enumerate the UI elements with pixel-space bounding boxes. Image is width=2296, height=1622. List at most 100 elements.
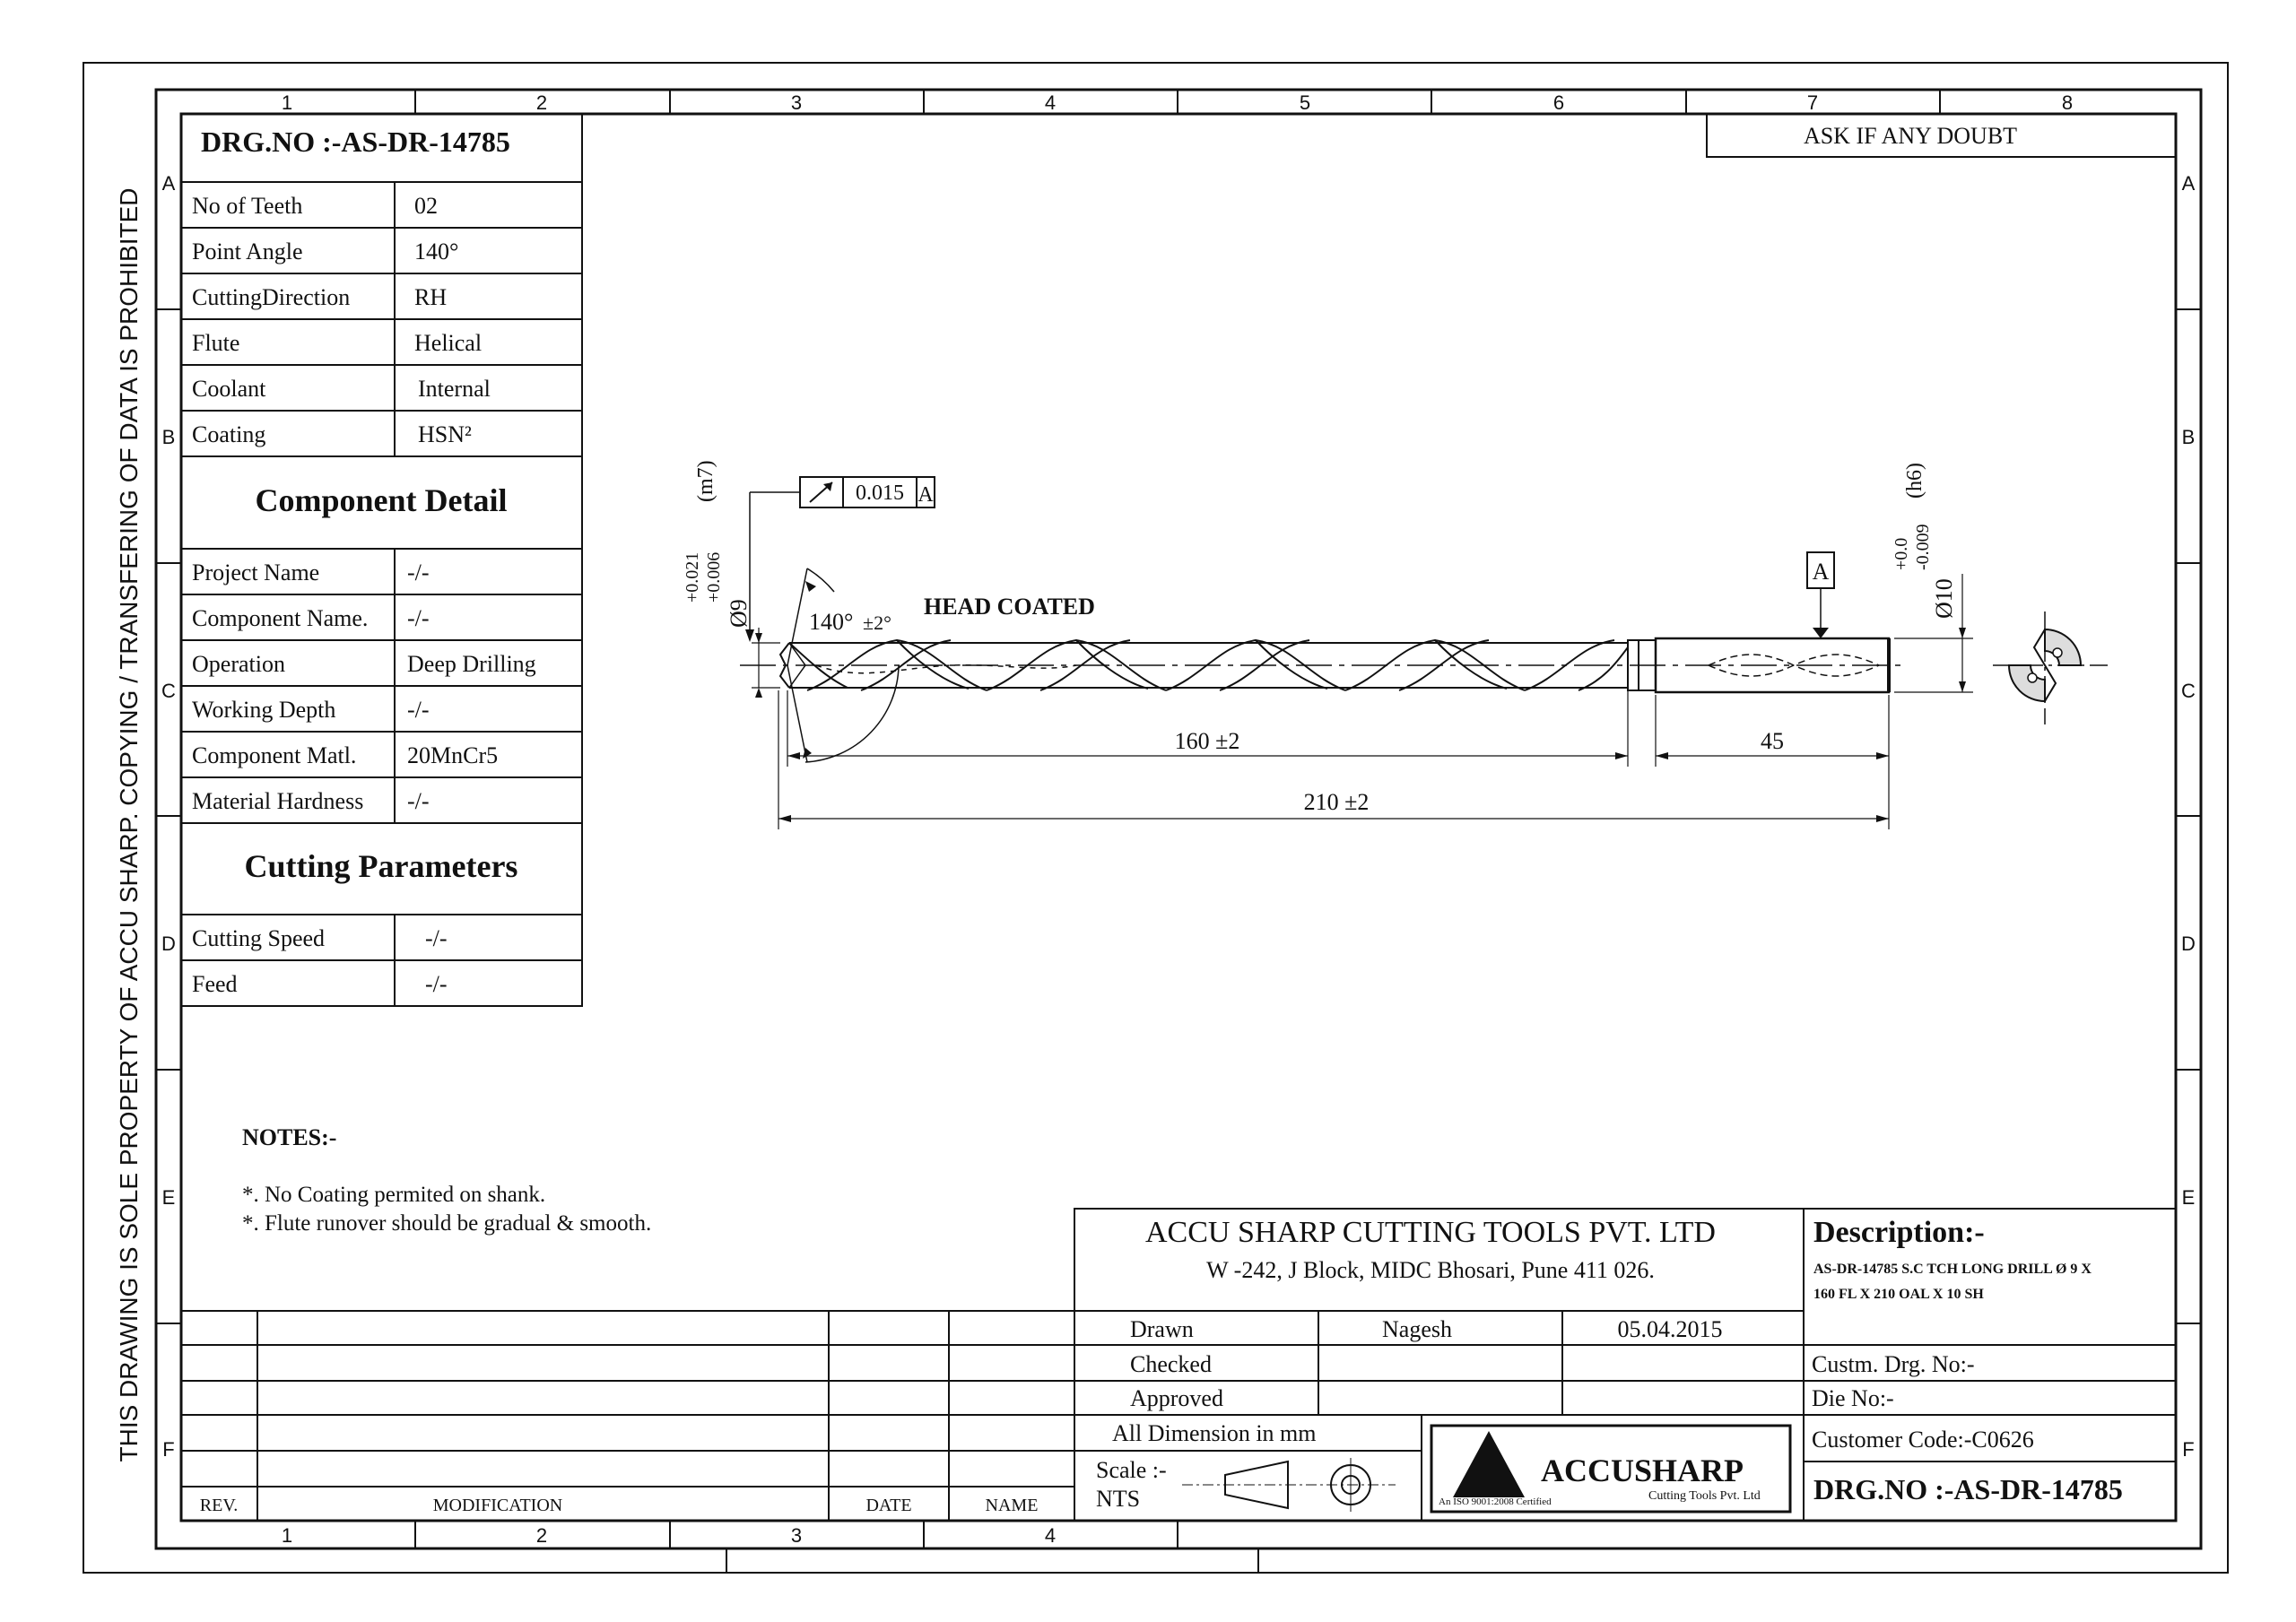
spec-value: RH xyxy=(414,284,447,310)
cutting-label: Cutting Speed xyxy=(192,925,325,951)
logo-sub: Cutting Tools Pvt. Ltd xyxy=(1648,1489,1761,1503)
fit-right: (h6) xyxy=(1903,463,1926,499)
drill-drawing: A 140° ±2° HEAD COATED xyxy=(683,460,2113,829)
grid-col-label: 1 xyxy=(282,1524,292,1547)
grid-row-label: F xyxy=(162,1438,174,1461)
head-coated-label: HEAD COATED xyxy=(924,594,1095,620)
spec-value: Internal xyxy=(418,376,491,402)
cutting-parameters-heading: Cutting Parameters xyxy=(245,848,518,884)
grid-row-label: C xyxy=(2181,680,2196,702)
component-value: -/- xyxy=(407,697,430,723)
customer-code: Customer Code:-C0626 xyxy=(1812,1427,2034,1453)
description-title: Description:- xyxy=(1813,1216,1985,1249)
dia-right: Ø10 xyxy=(1931,578,1957,619)
component-value: 20MnCr5 xyxy=(407,742,498,768)
spec-table xyxy=(180,113,583,1007)
description-line: AS-DR-14785 S.C TCH LONG DRILL Ø 9 X xyxy=(1813,1262,2092,1277)
drg-no-title: DRG.NO :-AS-DR-14785 xyxy=(201,126,510,158)
cutting-value: -/- xyxy=(425,925,448,951)
drawn-label: Drawn xyxy=(1130,1316,1194,1342)
all-dimension-note: All Dimension in mm xyxy=(1112,1420,1317,1446)
date-header: DATE xyxy=(865,1496,911,1515)
drawn-date: 05.04.2015 xyxy=(1618,1316,1723,1342)
component-value: -/- xyxy=(407,559,430,585)
grid-col-label: 1 xyxy=(282,91,292,114)
outer-frame xyxy=(83,62,2229,1574)
spec-label: Coating xyxy=(192,421,265,447)
custm-drg-no: Custm. Drg. No:- xyxy=(1812,1351,1975,1377)
cutting-value: -/- xyxy=(425,971,448,997)
spec-label: CuttingDirection xyxy=(192,284,350,310)
title-block xyxy=(1074,1208,2177,1522)
spec-label: Coolant xyxy=(192,376,266,402)
datum-label: A xyxy=(1813,559,1830,585)
component-value: -/- xyxy=(407,788,430,814)
runout-value: 0.015 xyxy=(856,481,904,505)
grid-col-label: 8 xyxy=(2062,91,2073,114)
grid-row-label: A xyxy=(2182,172,2196,195)
top-grid-ticks xyxy=(156,90,2201,1573)
grid-row-label: B xyxy=(162,426,176,448)
scale-label: Scale :- xyxy=(1096,1457,1167,1483)
name-header: NAME xyxy=(986,1496,1039,1515)
spec-label: Point Angle xyxy=(192,239,303,265)
grid-row-label: D xyxy=(161,932,176,955)
spec-label: No of Teeth xyxy=(192,193,302,219)
grid-row-label: E xyxy=(2182,1186,2196,1209)
checked-label: Checked xyxy=(1130,1351,1212,1377)
company-name: ACCU SHARP CUTTING TOOLS PVT. LTD xyxy=(1145,1216,1716,1249)
component-label: Working Depth xyxy=(192,697,335,723)
grid-row-label: E xyxy=(162,1186,176,1209)
grid-col-label: 5 xyxy=(1300,91,1310,114)
ask-doubt-box xyxy=(1706,113,2177,158)
shank-length-dim: 45 xyxy=(1761,728,1784,754)
grid-col-label: 4 xyxy=(1045,1524,1056,1547)
logo-brand: ACCUSHARP xyxy=(1541,1453,1744,1488)
tol-upper-right: +0.0 xyxy=(1892,538,1911,570)
grid-col-label: 2 xyxy=(536,1524,547,1547)
component-label: Operation xyxy=(192,651,285,677)
rev-header: REV. xyxy=(200,1496,238,1515)
logo-iso: An ISO 9001:2008 Certified xyxy=(1439,1496,1552,1507)
scale-value: NTS xyxy=(1096,1486,1140,1512)
grid-row-label: C xyxy=(161,680,176,702)
component-label: Material Hardness xyxy=(192,788,363,814)
note-item: *. No Coating permited on shank. xyxy=(242,1183,545,1207)
side-note: THIS DRAWING IS SOLE PROPERTY OF ACCU SH… xyxy=(115,188,143,1462)
projection-symbol-icon xyxy=(1182,1458,1396,1512)
runout-datum: A xyxy=(918,483,934,507)
spec-value: 02 xyxy=(414,193,438,219)
drawn-by: Nagesh xyxy=(1382,1316,1452,1342)
tol-upper-left: +0.021 xyxy=(683,552,702,603)
note-item: *. Flute runover should be gradual & smo… xyxy=(242,1211,651,1236)
component-value: -/- xyxy=(407,605,430,631)
grid-col-label: 6 xyxy=(1553,91,1564,114)
component-label: Project Name xyxy=(192,559,319,585)
spec-value: Helical xyxy=(414,330,482,356)
grid-col-label: 4 xyxy=(1045,91,1056,114)
component-value: Deep Drilling xyxy=(407,651,536,677)
accusharp-logo: ACCUSHARP An ISO 9001:2008 Certified Cut… xyxy=(1430,1424,1792,1514)
flute-length-dim: 160 ±2 xyxy=(1175,728,1240,754)
spec-value: 140° xyxy=(414,239,458,265)
tol-lower-left: +0.006 xyxy=(704,552,724,603)
grid-row-label: F xyxy=(2182,1438,2194,1461)
company-address: W -242, J Block, MIDC Bhosari, Pune 411 … xyxy=(1206,1257,1655,1283)
component-detail-heading: Component Detail xyxy=(256,482,508,518)
helical-flutes xyxy=(788,638,1629,691)
drill-tip xyxy=(778,642,790,689)
dia-left: Ø9 xyxy=(726,599,752,628)
overall-length-dim: 210 ±2 xyxy=(1304,789,1370,815)
spec-label: Flute xyxy=(192,330,239,356)
component-label: Component Name. xyxy=(192,605,368,631)
grid-col-label: 2 xyxy=(536,91,547,114)
drill-end-view xyxy=(1993,612,2113,724)
tol-lower-right: -0.009 xyxy=(1913,524,1933,570)
grid-row-label: A xyxy=(162,172,176,195)
notes-title: NOTES:- xyxy=(242,1124,336,1150)
approved-label: Approved xyxy=(1130,1385,1223,1411)
drg-no-footer: DRG.NO :-AS-DR-14785 xyxy=(1813,1473,2123,1505)
cutting-label: Feed xyxy=(192,971,238,997)
component-label: Component Matl. xyxy=(192,742,356,768)
